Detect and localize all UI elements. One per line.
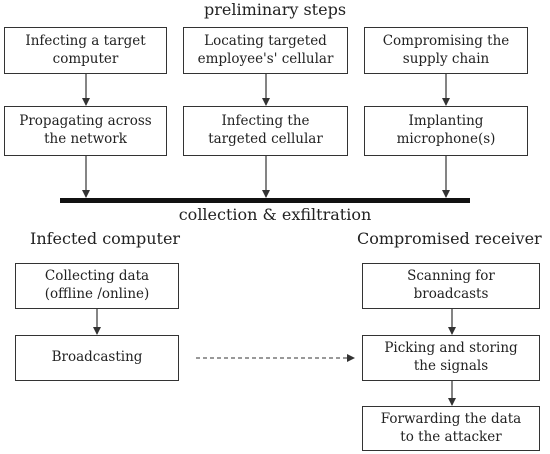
- step-label-line2: microphone(s): [396, 131, 496, 147]
- step-label-line1: Compromising the: [382, 32, 510, 49]
- step-label-line2: employee's' cellular: [197, 50, 334, 67]
- step-label-line1: Picking and storing: [384, 340, 518, 357]
- preliminary-steps-heading: preliminary steps: [203, 0, 347, 19]
- convergence-bar: [60, 198, 470, 203]
- step-label-line1: Collecting data: [44, 268, 150, 285]
- collection-heading: collection & exfiltration: [178, 205, 372, 224]
- infected-computer-heading: Infected computer: [30, 229, 181, 248]
- step-label-line2: (offline /online): [44, 286, 150, 302]
- step-label-line1: Propagating across: [19, 113, 152, 130]
- step-label-line2: broadcasts: [413, 286, 489, 302]
- step-label-line2: supply chain: [402, 50, 490, 67]
- step-collecting-data: Collecting data(offline /online): [15, 263, 179, 309]
- step-label-line2: targeted cellular: [208, 131, 323, 147]
- compromised-receiver-heading: Compromised receiver: [357, 229, 542, 248]
- step-label-line1: Broadcasting: [51, 349, 143, 366]
- step-broadcasting: Broadcasting: [15, 335, 179, 381]
- step-label-line1: Implanting: [408, 113, 484, 130]
- step-label-line2: to the attacker: [400, 428, 502, 445]
- step-label-line1: Infecting a target: [25, 32, 146, 49]
- step-label-line1: Forwarding the data: [380, 410, 522, 427]
- step-label-line2: computer: [52, 50, 119, 67]
- step-label-line1: Infecting the: [221, 113, 310, 130]
- step-label-line1: Scanning for: [407, 268, 495, 285]
- step-label-line2: the network: [44, 131, 127, 147]
- step-label-line1: Locating targeted: [204, 32, 327, 49]
- step-label-line2: the signals: [413, 358, 489, 374]
